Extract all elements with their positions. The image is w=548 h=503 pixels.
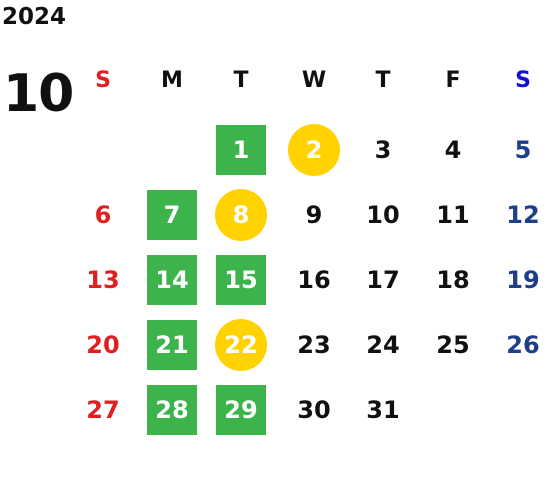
day-cell-24[interactable]: 24 bbox=[366, 331, 400, 359]
weekday-sat: S bbox=[515, 68, 531, 93]
day-cell-23[interactable]: 23 bbox=[297, 331, 331, 359]
day-cell-9[interactable]: 9 bbox=[305, 201, 323, 229]
day-cell-28[interactable]: 28 bbox=[147, 385, 197, 435]
day-cell-21[interactable]: 21 bbox=[147, 320, 197, 370]
day-cell-8[interactable]: 8 bbox=[215, 189, 267, 241]
day-cell-18[interactable]: 18 bbox=[436, 266, 470, 294]
day-cell-22[interactable]: 22 bbox=[215, 319, 267, 371]
day-cell-13[interactable]: 13 bbox=[86, 266, 120, 294]
weekday-fri: F bbox=[445, 68, 461, 93]
day-cell-7[interactable]: 7 bbox=[147, 190, 197, 240]
day-cell-5[interactable]: 5 bbox=[514, 136, 532, 164]
day-cell-31[interactable]: 31 bbox=[366, 396, 400, 424]
weekday-mon: M bbox=[161, 68, 183, 93]
weekday-wed: W bbox=[301, 68, 327, 93]
day-cell-15[interactable]: 15 bbox=[216, 255, 266, 305]
day-cell-19[interactable]: 19 bbox=[506, 266, 540, 294]
day-cell-20[interactable]: 20 bbox=[86, 331, 120, 359]
day-cell-11[interactable]: 11 bbox=[436, 201, 470, 229]
day-cell-17[interactable]: 17 bbox=[366, 266, 400, 294]
day-cell-4[interactable]: 4 bbox=[444, 136, 462, 164]
day-cell-1[interactable]: 1 bbox=[216, 125, 266, 175]
day-cell-25[interactable]: 25 bbox=[436, 331, 470, 359]
day-cell-6[interactable]: 6 bbox=[94, 201, 112, 229]
day-cell-10[interactable]: 10 bbox=[366, 201, 400, 229]
day-cell-27[interactable]: 27 bbox=[86, 396, 120, 424]
day-cell-12[interactable]: 12 bbox=[506, 201, 540, 229]
day-cell-30[interactable]: 30 bbox=[297, 396, 331, 424]
day-cell-29[interactable]: 29 bbox=[216, 385, 266, 435]
day-cell-2[interactable]: 2 bbox=[288, 124, 340, 176]
weekday-thu: T bbox=[375, 68, 391, 93]
day-cell-26[interactable]: 26 bbox=[506, 331, 540, 359]
day-cell-14[interactable]: 14 bbox=[147, 255, 197, 305]
year-label: 2024 bbox=[2, 4, 67, 30]
day-cell-16[interactable]: 16 bbox=[297, 266, 331, 294]
weekday-sun: S bbox=[95, 68, 111, 93]
month-number: 10 bbox=[3, 64, 74, 124]
weekday-tue: T bbox=[233, 68, 249, 93]
day-cell-3[interactable]: 3 bbox=[374, 136, 392, 164]
